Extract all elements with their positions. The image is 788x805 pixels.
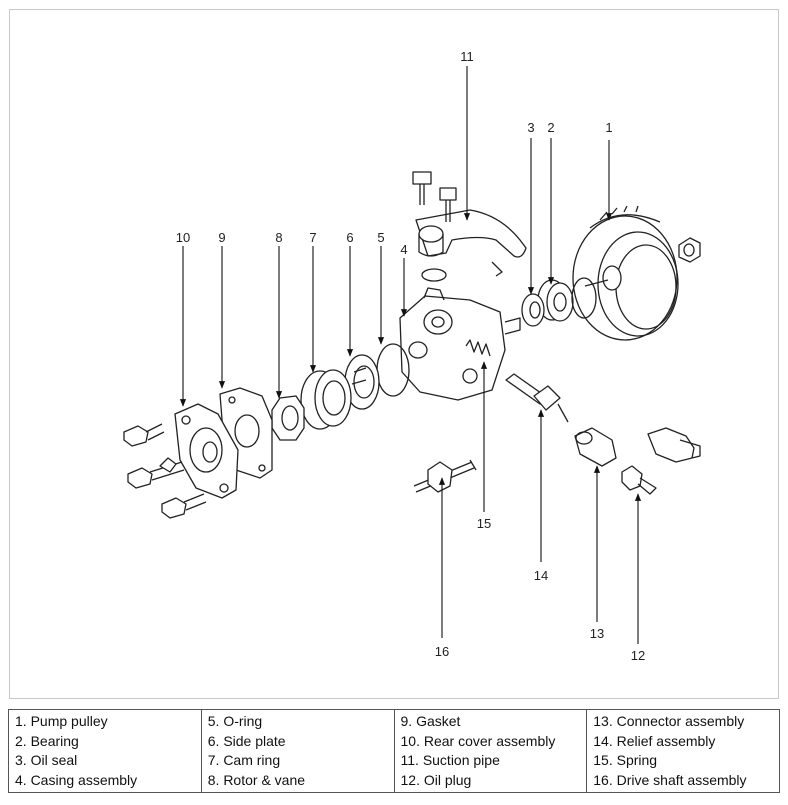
callout-2: 2 xyxy=(547,120,554,135)
callout-12: 12 xyxy=(631,648,645,663)
casing-assembly xyxy=(399,287,521,401)
legend-entry: 4. Casing assembly xyxy=(15,771,138,788)
legend-column-1: 1. Pump pulley 2. Bearing 3. Oil seal 4.… xyxy=(8,709,202,793)
rear-cover-assembly xyxy=(123,403,239,519)
legend-entry: 14. Relief assembly xyxy=(593,732,716,749)
callout-15: 15 xyxy=(477,516,491,531)
legend-column-2: 5. O-ring 6. Side plate 7. Cam ring 8. R… xyxy=(200,709,395,793)
legend-entry: 9. Gasket xyxy=(400,713,461,729)
callout-11: 11 xyxy=(460,49,474,64)
callout-14: 14 xyxy=(534,568,548,583)
callout-4: 4 xyxy=(400,242,407,257)
legend-entry: 12. Oil plug xyxy=(400,771,472,788)
callout-13: 13 xyxy=(590,626,604,641)
legend-entry: 2. Bearing xyxy=(15,732,79,749)
exploded-view-diagram: 1 2 3 4 5 6 7 8 9 10 11 12 13 14 15 16 xyxy=(123,49,701,663)
legend-entry: 13. Connector assembly xyxy=(593,713,745,729)
legend-entry: 16. Drive shaft assembly xyxy=(593,771,747,788)
relief-assembly xyxy=(505,373,569,423)
legend-entry: 15. Spring xyxy=(593,752,658,768)
callout-6: 6 xyxy=(346,230,353,245)
callout-1: 1 xyxy=(605,120,612,135)
cam-ring xyxy=(300,369,352,430)
legend-entry: 5. O-ring xyxy=(207,713,263,729)
callout-3: 3 xyxy=(527,120,534,135)
suction-pipe xyxy=(412,171,527,282)
legend-entry: 7. Cam ring xyxy=(207,752,281,768)
drive-shaft-assembly xyxy=(413,459,477,493)
callout-7: 7 xyxy=(309,230,316,245)
legend-entry: 11. Suction pipe xyxy=(400,752,500,768)
connector-assembly xyxy=(574,427,701,467)
legend-entry: 10. Rear cover assembly xyxy=(400,732,556,749)
callout-9: 9 xyxy=(218,230,225,245)
callout-16: 16 xyxy=(435,644,449,659)
legend-entry: 3. Oil seal xyxy=(15,752,78,768)
legend-entry: 1. Pump pulley xyxy=(15,713,108,729)
legend-entry: 6. Side plate xyxy=(207,732,286,749)
oil-seal xyxy=(521,293,545,327)
parts-legend-table: 1. Pump pulley 2. Bearing 3. Oil seal 4.… xyxy=(8,709,780,793)
rotor-vane xyxy=(271,395,305,441)
callout-8: 8 xyxy=(275,230,282,245)
legend-column-4: 13. Connector assembly 14. Relief assemb… xyxy=(586,709,780,793)
diagram-frame xyxy=(9,9,779,699)
legend-column-3: 9. Gasket 10. Rear cover assembly 11. Su… xyxy=(393,709,588,793)
legend-entry: 8. Rotor & vane xyxy=(207,771,306,788)
callout-5: 5 xyxy=(377,230,384,245)
callout-10: 10 xyxy=(176,230,190,245)
bearing xyxy=(537,277,597,322)
pump-pulley xyxy=(572,205,701,341)
oil-plug xyxy=(621,465,657,495)
